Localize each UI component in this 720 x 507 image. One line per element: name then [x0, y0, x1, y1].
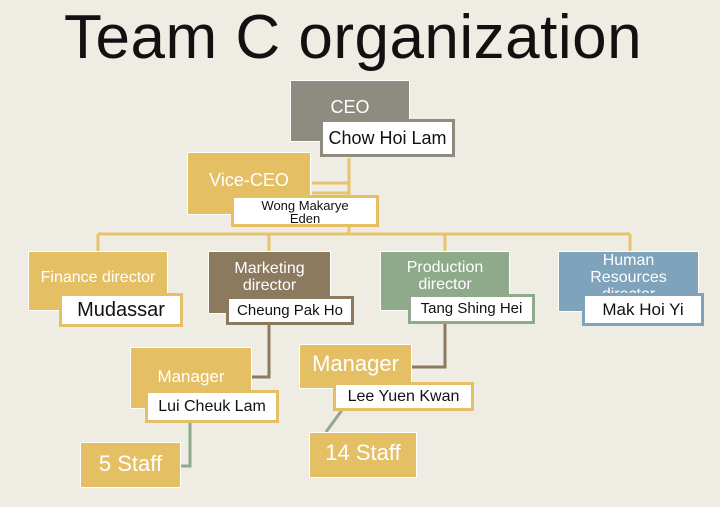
staff-2-label: 14 Staff — [325, 440, 401, 465]
hr-name-box[interactable]: Mak Hoi Yi — [582, 293, 704, 326]
staff-1-label: 5 Staff — [98, 451, 163, 476]
marketing-role-line2: director — [242, 277, 297, 294]
ceo-role-label: CEO — [330, 97, 370, 117]
ceo-name-label: Chow Hoi Lam — [328, 128, 447, 148]
page-title: Team C organization — [64, 3, 643, 72]
connector-manager2-staff — [324, 409, 344, 433]
vice-ceo-name-box[interactable]: Wong Makarye Eden — [231, 195, 379, 227]
staff-1-box[interactable]: 5 Staff — [80, 442, 181, 488]
finance-name-box[interactable]: Mudassar — [59, 293, 183, 327]
marketing-name-label: Cheung Pak Ho — [237, 302, 343, 319]
connector-production-manager — [406, 318, 447, 369]
manager-2-name-box[interactable]: Lee Yuen Kwan — [333, 382, 474, 411]
vice-ceo-name-line2: Eden — [289, 211, 321, 226]
hr-role-line2: Resources — [590, 269, 667, 286]
manager-1-name-label: Lui Cheuk Lam — [158, 398, 266, 415]
manager-1-name-box[interactable]: Lui Cheuk Lam — [145, 390, 279, 423]
marketing-role-line1: Marketing — [234, 260, 305, 277]
production-name-box[interactable]: Tang Shing Hei — [408, 294, 535, 324]
production-name-label: Tang Shing Hei — [420, 300, 523, 317]
hr-name-label: Mak Hoi Yi — [602, 300, 684, 319]
marketing-name-box[interactable]: Cheung Pak Ho — [226, 296, 354, 325]
manager-2-name-label: Lee Yuen Kwan — [347, 388, 460, 405]
finance-role-label: Finance director — [40, 269, 156, 286]
manager-2-role-box[interactable]: Manager — [299, 344, 412, 389]
connector-marketing-manager — [252, 318, 271, 379]
finance-name-label: Mudassar — [77, 299, 165, 321]
connector-manager1-staff — [180, 420, 192, 468]
vice-ceo-role-label: Vice-CEO — [209, 170, 289, 190]
staff-2-box[interactable]: 14 Staff — [309, 432, 417, 478]
manager-1-role-label: Manager — [157, 367, 225, 386]
hr-role-line1: Human — [602, 252, 655, 269]
vice-ceo-name-line1: Wong Makarye — [261, 198, 349, 213]
production-role-line2: director — [418, 276, 472, 293]
production-role-line1: Production — [406, 259, 484, 276]
ceo-name-box[interactable]: Chow Hoi Lam — [320, 119, 455, 157]
manager-2-role-label: Manager — [312, 351, 399, 376]
